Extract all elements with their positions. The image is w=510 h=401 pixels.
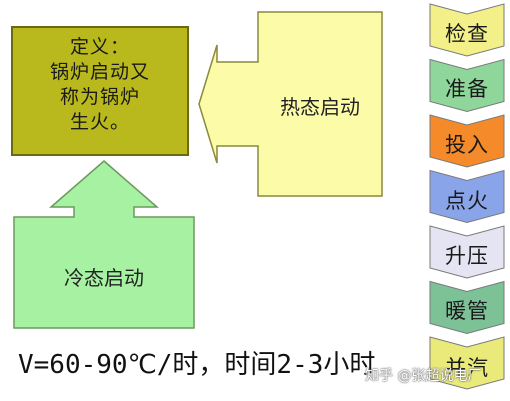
step-chevron-2 — [429, 58, 505, 113]
hot-start-label: 热态启动 — [280, 95, 360, 119]
cold-start-arrow — [13, 160, 195, 329]
hot-start-arrow — [198, 11, 383, 197]
step-chevron-4 — [429, 169, 505, 224]
step-chevron-6 — [429, 280, 505, 335]
step-chevron-7 — [429, 336, 505, 390]
step-chevron-5 — [429, 225, 505, 279]
step-label-6: 暖管 — [445, 299, 489, 323]
cold-start-label: 冷态启动 — [64, 266, 144, 290]
step-label-1: 检查 — [445, 22, 489, 46]
step-chevron-1 — [429, 3, 505, 57]
step-label-4: 点火 — [445, 189, 489, 213]
definition-line-2: 锅炉启动又 — [49, 61, 150, 83]
watermark: 知乎 @张超说电厂 — [365, 368, 482, 384]
process-steps — [429, 3, 505, 390]
heating-rate-formula: V=60-90℃/时，时间2-3小时 — [18, 350, 376, 380]
step-chevron-3 — [429, 114, 505, 168]
step-label-3: 投入 — [445, 133, 489, 157]
step-label-7: 并汽 — [445, 356, 489, 380]
definition-line-3: 称为锅炉 — [59, 86, 140, 108]
definition-line-4: 生火。 — [69, 111, 130, 133]
definition-line-1: 定义： — [69, 36, 130, 58]
step-label-2: 准备 — [445, 77, 489, 101]
definition-box: 定义： 锅炉启动又 称为锅炉 生火。 — [11, 26, 189, 156]
step-label-5: 升压 — [445, 244, 489, 268]
